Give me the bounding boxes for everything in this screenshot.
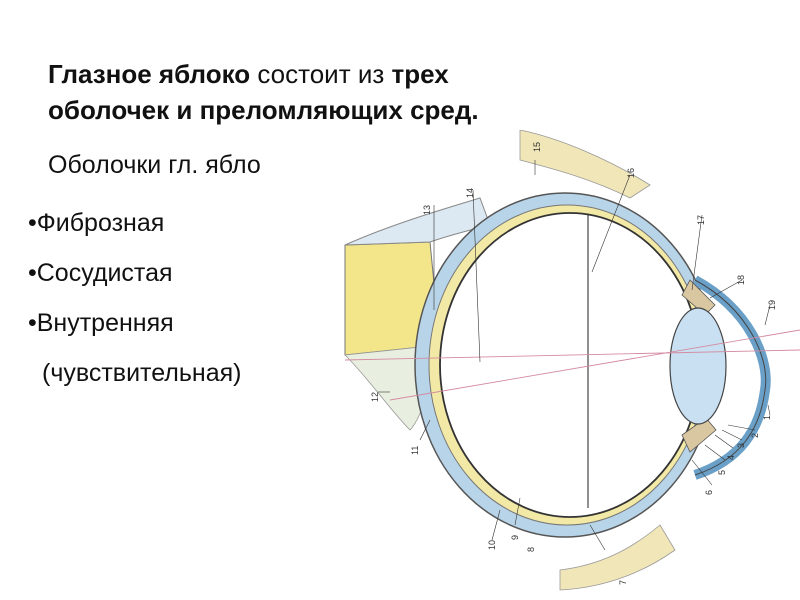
label-13: 13 [422, 205, 432, 215]
eyeball-diagram: 1 2 3 4 5 6 7 8 9 10 11 12 13 14 15 16 1… [330, 130, 800, 600]
label-19: 19 [767, 300, 777, 310]
label-14: 14 [465, 188, 475, 198]
label-17: 17 [696, 215, 706, 225]
label-8: 8 [526, 547, 536, 552]
label-3: 3 [736, 443, 746, 448]
bullet-inner: •Внутренняя [28, 298, 241, 348]
title-normal: состоит из [250, 59, 391, 89]
slide-title: Глазное яблоко состоит из трех оболочек … [48, 56, 668, 128]
label-1: 1 [762, 415, 772, 420]
vitreous-body [440, 213, 700, 517]
bullet-list: •Фиброзная •Сосудистая •Внутренняя (чувс… [28, 198, 241, 398]
title-bold-1: Глазное яблоко [48, 59, 250, 89]
lens [670, 308, 726, 424]
label-4: 4 [726, 455, 736, 460]
label-6: 6 [704, 490, 714, 495]
label-2: 2 [750, 433, 760, 438]
label-5: 5 [717, 470, 727, 475]
superior-rectus-muscle [520, 130, 650, 198]
label-12: 12 [370, 392, 380, 402]
label-16: 16 [626, 168, 636, 178]
subtitle: Оболочки гл. ябло [48, 148, 261, 182]
label-11: 11 [410, 446, 420, 455]
bullet-sensory: (чувствительная) [28, 348, 241, 398]
bullet-fibrous: •Фиброзная [28, 198, 241, 248]
label-7: 7 [618, 580, 628, 585]
label-15: 15 [532, 142, 542, 152]
label-18: 18 [736, 275, 746, 285]
title-bold-2: трех [392, 59, 449, 89]
title-bold-3: оболочек и преломляющих сред. [48, 95, 479, 125]
label-10: 10 [487, 540, 497, 550]
bullet-vascular: •Сосудистая [28, 248, 241, 298]
label-9: 9 [510, 535, 520, 540]
